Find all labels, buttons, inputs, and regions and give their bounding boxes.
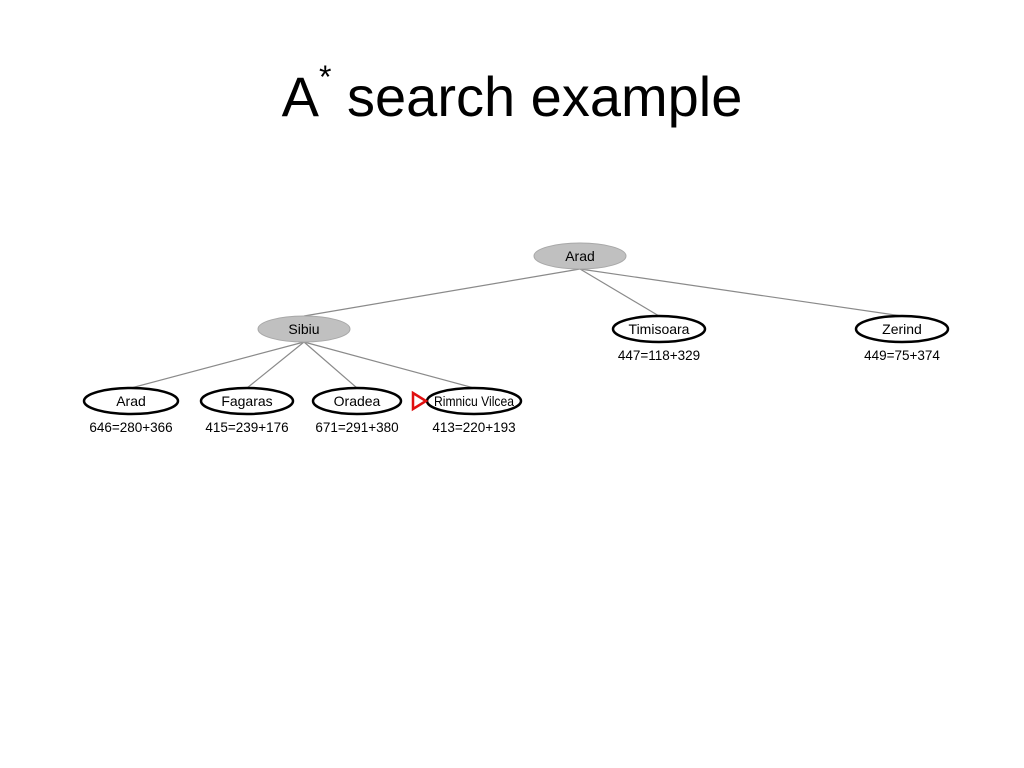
node-label: Arad — [565, 248, 595, 264]
tree-node-sibiu: Sibiu — [257, 315, 351, 343]
node-ellipse — [257, 315, 351, 343]
edge-sibiu-to-oradea — [303, 341, 358, 389]
node-label: Rimnicu Vilcea — [434, 393, 514, 409]
node-cost-label: 646=280+366 — [89, 420, 172, 435]
tree-node-oradea: Oradea 671=291+380 — [311, 386, 403, 435]
node-label: Zerind — [882, 321, 922, 337]
node-label: Fagaras — [221, 393, 272, 409]
selection-arrow-icon — [411, 390, 429, 412]
tree-node-rimnicu-vilcea: Rimnicu Vilcea 413=220+193 — [411, 386, 523, 435]
node-cost-label: 449=75+374 — [864, 348, 940, 363]
tree-node-arad-leaf: Arad 646=280+366 — [82, 386, 180, 435]
slide-title: A* search example — [0, 59, 1024, 132]
title-rest: search example — [331, 65, 743, 128]
node-label: Arad — [116, 393, 146, 409]
tree-edges — [130, 268, 903, 389]
node-ellipse — [533, 242, 627, 270]
node-label: Timisoara — [629, 321, 690, 337]
node-ellipse — [82, 386, 180, 416]
node-cost-label: 671=291+380 — [315, 420, 398, 435]
edge-sibiu-to-rimnicu-vilcea — [303, 341, 475, 389]
node-label: Sibiu — [288, 321, 319, 337]
title-main: A — [281, 65, 320, 128]
edge-arad-root-to-timisoara — [579, 268, 660, 317]
tree-node-timisoara: Timisoara 447=118+329 — [611, 314, 707, 363]
edge-arad-root-to-sibiu — [303, 268, 581, 317]
node-ellipse — [199, 386, 295, 416]
node-cost-label: 415=239+176 — [205, 420, 288, 435]
node-ellipse — [854, 314, 950, 344]
edge-arad-root-to-zerind — [579, 268, 903, 317]
tree-node-arad-root: Arad — [533, 242, 627, 270]
node-ellipse — [611, 314, 707, 344]
node-cost-label: 413=220+193 — [432, 420, 515, 435]
tree-node-fagaras: Fagaras 415=239+176 — [199, 386, 295, 435]
node-label: Oradea — [334, 393, 381, 409]
edge-sibiu-to-arad-leaf — [130, 341, 305, 389]
tree-node-zerind: Zerind 449=75+374 — [854, 314, 950, 363]
node-cost-label: 447=118+329 — [618, 348, 700, 363]
title-superscript: * — [319, 59, 332, 95]
node-ellipse — [311, 386, 403, 416]
edge-sibiu-to-fagaras — [246, 341, 305, 389]
